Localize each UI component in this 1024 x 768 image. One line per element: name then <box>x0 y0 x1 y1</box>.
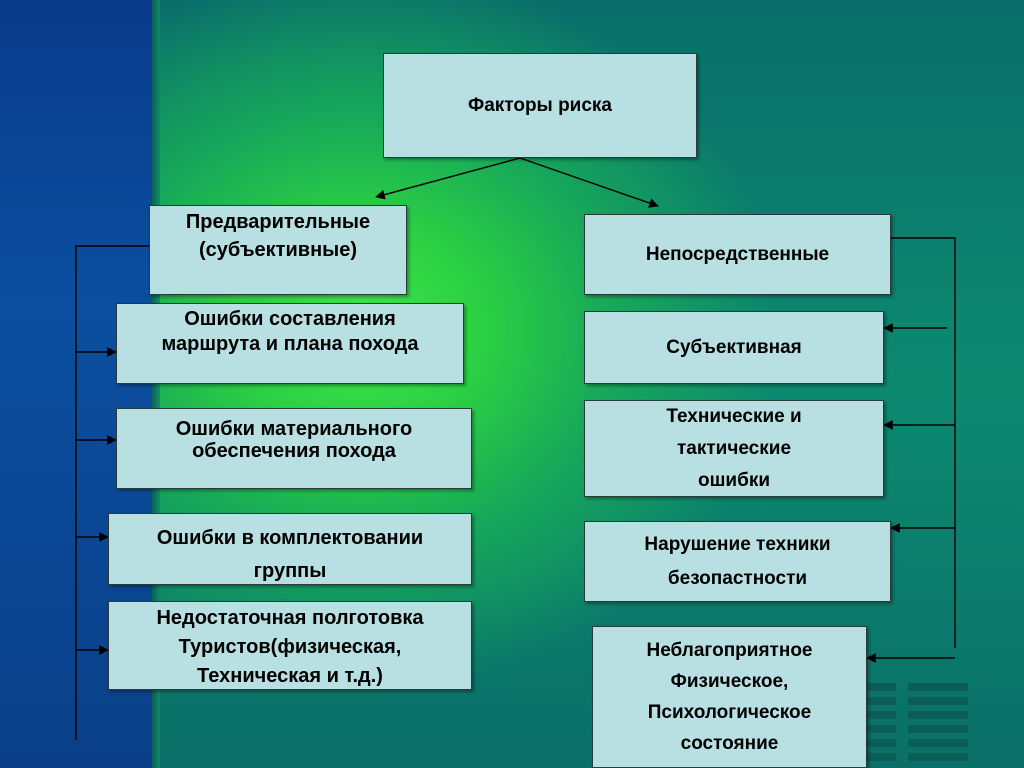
root-to-right-arrow <box>519 157 659 208</box>
left-band-edge <box>152 0 160 768</box>
decorative-stripes <box>862 683 972 768</box>
node-right-item-2: Технические и тактические ошибки <box>584 400 884 497</box>
node-left-item-2: Ошибки материального обеспечения похода <box>116 408 472 489</box>
node-right-item-4: Неблагоприятное Физическое, Психологичес… <box>592 626 867 768</box>
node-left-item-3: Ошибки в комплектовании группы <box>108 513 472 585</box>
node-root: Факторы риска <box>383 53 697 158</box>
root-to-left-arrow <box>375 157 521 200</box>
left-bracket-line <box>75 245 149 740</box>
node-left-item-4: Недостаточная полготовка Туристов(физиче… <box>108 601 472 690</box>
node-right-item-3: Нарушение техники безопастности <box>584 521 891 602</box>
node-left-title: Предварительные (субъективные) <box>149 205 407 295</box>
node-right-item-1: Субъективная <box>584 311 884 384</box>
right-bracket-line <box>891 237 956 648</box>
node-right-title: Непосредственные <box>584 214 891 295</box>
node-left-item-1: Ошибки составления маршрута и плана похо… <box>116 303 464 384</box>
